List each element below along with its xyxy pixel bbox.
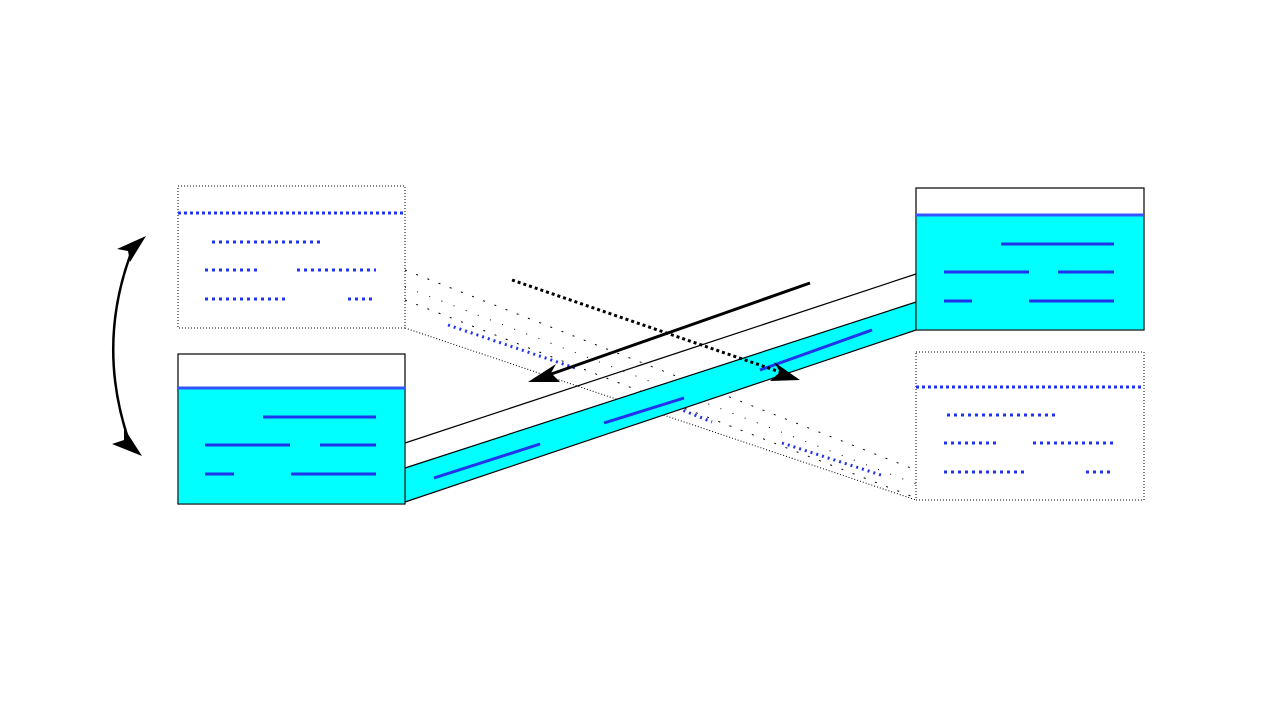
right-upper-tank xyxy=(915,187,1145,331)
flow-arrow-dotted xyxy=(511,278,800,381)
filled-tube xyxy=(404,273,917,503)
left-upper-tank xyxy=(177,185,406,329)
left-lower-tank xyxy=(177,353,406,505)
tilt-arrow xyxy=(111,236,146,456)
right-lower-tank xyxy=(915,351,1145,501)
flow-arrow-solid xyxy=(528,281,811,382)
